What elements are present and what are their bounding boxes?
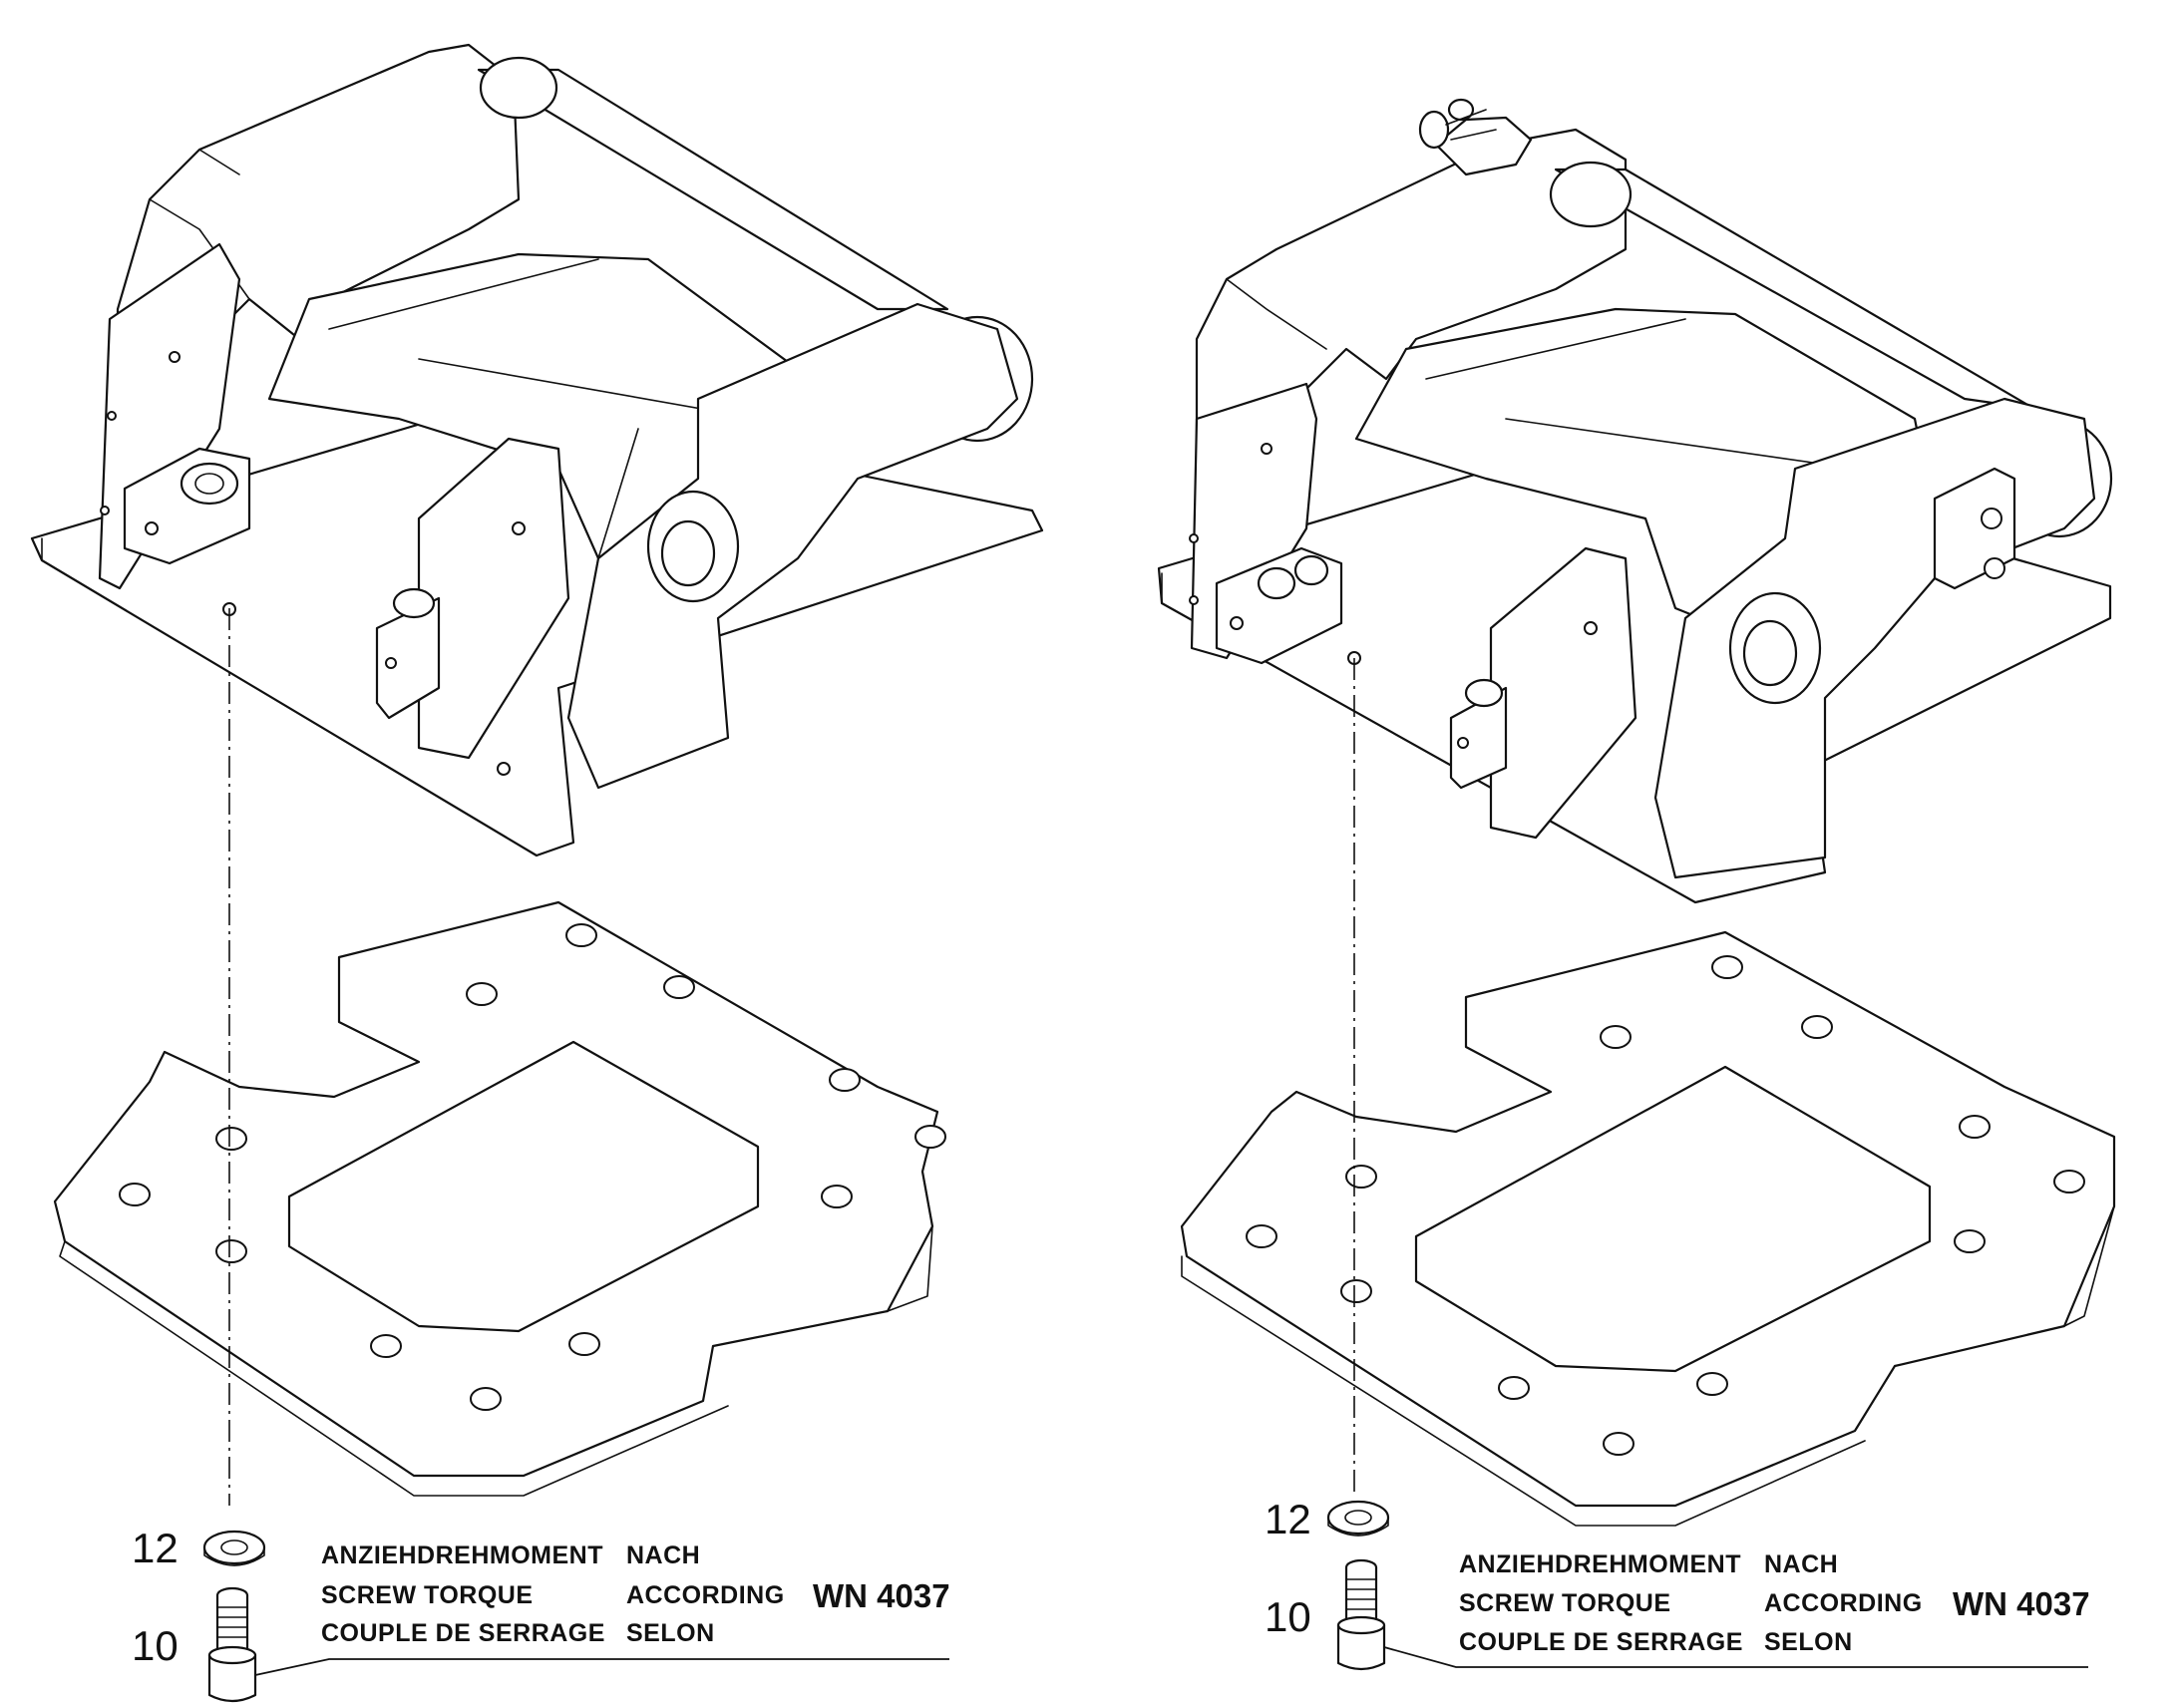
right-note-leader bbox=[1383, 1646, 2088, 1668]
right-hydraulic-fitting bbox=[1418, 98, 1533, 176]
left-washer-12 bbox=[202, 1530, 266, 1566]
note-line2-label: SCREW TORQUE bbox=[321, 1581, 534, 1609]
note-line2-qualifier: ACCORDING bbox=[626, 1581, 785, 1609]
callout-screw-right: 10 bbox=[1265, 1593, 1311, 1640]
note-line3-label: COUPLE DE SERRAGE bbox=[1459, 1628, 1743, 1656]
note-line3-qualifier: SELON bbox=[1764, 1628, 1853, 1656]
note-line1-label: ANZIEHDREHMOMENT bbox=[1459, 1550, 1741, 1578]
left-assembly: 12 10 ANZIEHDREHMOMENT SCREW TORQUE COUP… bbox=[30, 43, 1044, 1703]
note-line2-label: SCREW TORQUE bbox=[1459, 1589, 1671, 1617]
right-lock-cylinder-front bbox=[1449, 678, 1508, 790]
right-lock-cylinder-rear bbox=[1215, 546, 1343, 665]
left-lock-cylinder-rear bbox=[123, 447, 251, 565]
note-line3-qualifier: SELON bbox=[626, 1619, 715, 1647]
callout-washer-right: 12 bbox=[1265, 1496, 1311, 1542]
right-screw-10 bbox=[1336, 1558, 1386, 1671]
note-line3-label: COUPLE DE SERRAGE bbox=[321, 1619, 605, 1647]
note-line1-qualifier: NACH bbox=[626, 1541, 700, 1569]
note-standard: WN 4037 bbox=[1953, 1585, 2090, 1622]
note-line1-qualifier: NACH bbox=[1764, 1550, 1838, 1578]
right-washer-12 bbox=[1326, 1500, 1390, 1537]
note-line1-label: ANZIEHDREHMOMENT bbox=[321, 1541, 603, 1569]
left-adapter-plate bbox=[53, 900, 946, 1497]
right-adapter-plate bbox=[1180, 930, 2116, 1527]
left-lock-plate-front bbox=[417, 437, 570, 760]
note-standard: WN 4037 bbox=[813, 1577, 950, 1614]
callout-washer-left: 12 bbox=[132, 1525, 179, 1571]
left-screw-10 bbox=[207, 1586, 257, 1703]
callout-screw-left: 10 bbox=[132, 1622, 179, 1669]
note-line2-qualifier: ACCORDING bbox=[1764, 1589, 1923, 1617]
left-note-leader bbox=[254, 1658, 949, 1676]
right-assembly: 12 10 ANZIEHDREHMOMENT SCREW TORQUE COUP… bbox=[1157, 98, 2116, 1671]
left-torque-note: ANZIEHDREHMOMENT SCREW TORQUE COUPLE DE … bbox=[321, 1541, 950, 1647]
left-lock-cylinder-front bbox=[375, 587, 441, 720]
right-torque-note: ANZIEHDREHMOMENT SCREW TORQUE COUPLE DE … bbox=[1459, 1550, 2090, 1656]
right-lock-block-side bbox=[1933, 467, 2016, 590]
left-side-plate-front bbox=[566, 302, 1019, 790]
